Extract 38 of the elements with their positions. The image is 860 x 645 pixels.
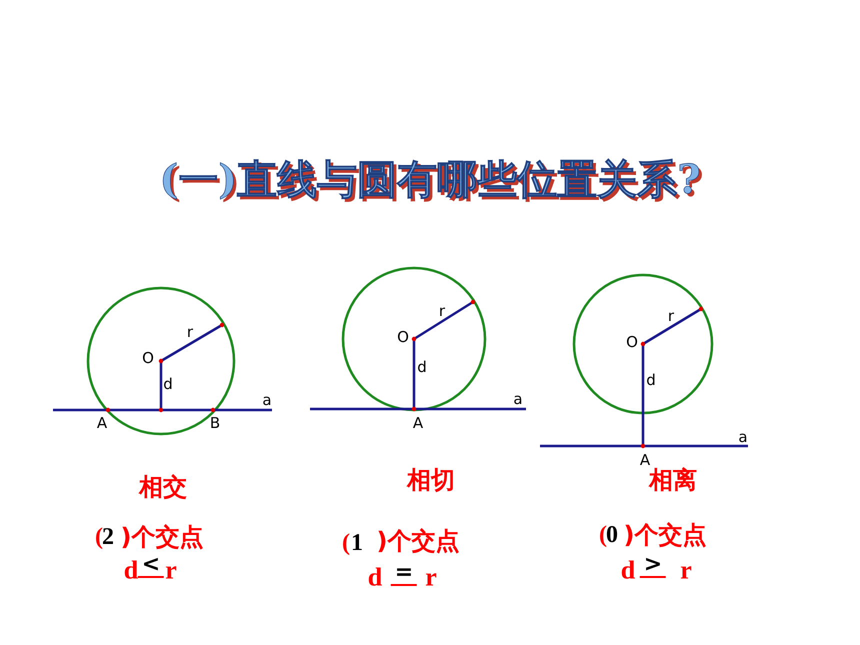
fill-in-answer: = — [390, 562, 418, 586]
symbol-text: r — [680, 554, 692, 586]
point-label: r — [186, 322, 194, 343]
point-label: a — [513, 388, 523, 410]
point-label: A — [640, 450, 650, 469]
point-label: d — [163, 374, 173, 395]
symbol-text: d — [124, 554, 138, 586]
point-label: O — [397, 326, 409, 348]
answer-number: 1 — [351, 529, 363, 558]
fill-in-answer: < — [138, 554, 164, 578]
point-label: B — [210, 412, 220, 434]
intersection-count-text: )个交点 — [120, 522, 204, 553]
point-label: r — [438, 300, 446, 322]
paren-text: ( — [95, 523, 103, 552]
symbol-text: r — [425, 562, 437, 594]
relation-name: 相离 — [649, 465, 697, 496]
paren-text: ( — [599, 521, 607, 550]
point-label: a — [738, 426, 748, 448]
relation-name: 相切 — [407, 465, 455, 496]
answer-number: 0 — [606, 521, 618, 550]
relation-name: 相交 — [139, 472, 187, 503]
point-label: r — [668, 306, 674, 327]
symbol-text: d — [620, 554, 636, 586]
point-label: d — [417, 356, 427, 378]
paren-text: ( — [342, 529, 350, 558]
point-label: A — [412, 412, 424, 434]
fill-in-answer: > — [640, 554, 666, 578]
point-label: a — [262, 390, 272, 411]
symbol-text: r — [165, 554, 177, 586]
intersection-count-text: )个交点 — [624, 520, 706, 551]
intersection-count-text: )个交点 — [376, 526, 460, 557]
point-label: A — [96, 412, 108, 434]
answer-number: 2 — [102, 523, 114, 552]
symbol-text: d — [368, 562, 382, 594]
point-label: O — [142, 348, 154, 369]
point-label: d — [646, 370, 656, 391]
title: (一)直线与圆有哪些位置关系? — [158, 155, 702, 205]
point-label: O — [626, 332, 638, 353]
